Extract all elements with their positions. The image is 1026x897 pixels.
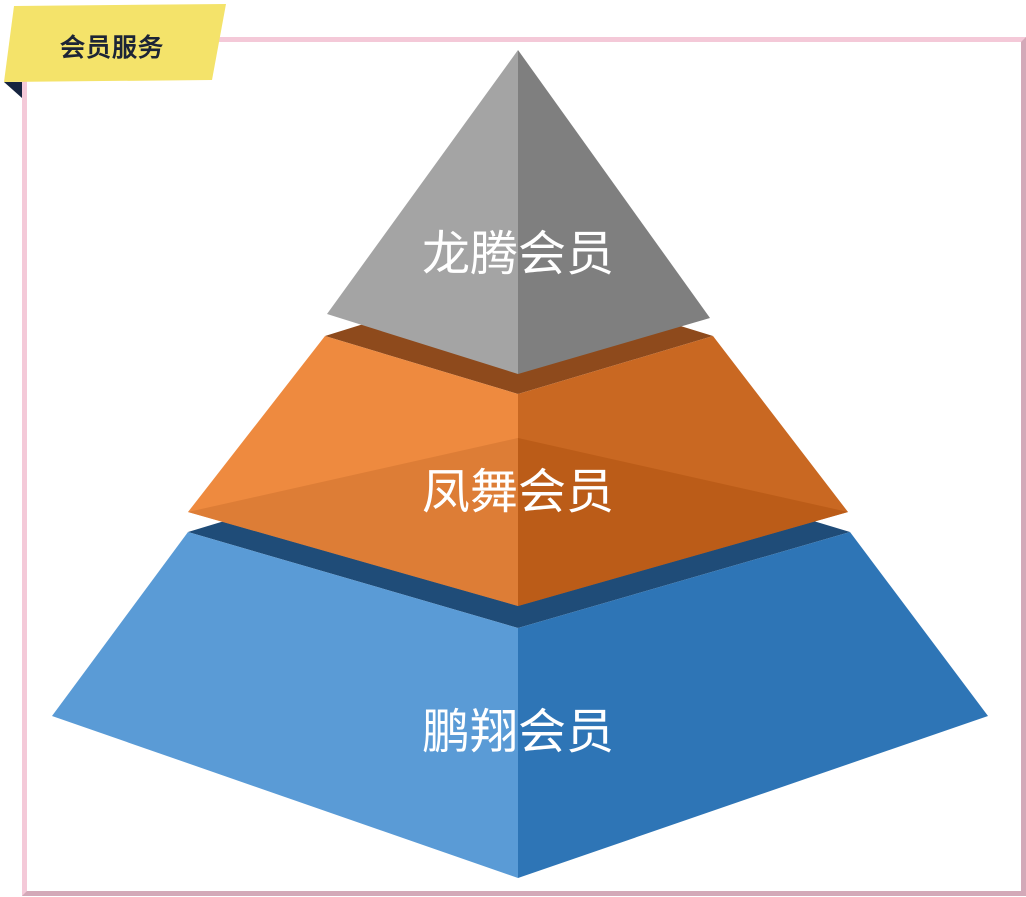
tier-label-bottom: 鹏翔会员	[422, 704, 614, 760]
tier-bottom-left-face	[52, 532, 518, 878]
banner-fold	[4, 82, 22, 98]
tier-middle-inner-left	[188, 438, 518, 606]
tier-middle	[188, 276, 848, 606]
content-frame	[22, 37, 1026, 896]
tier-label-top: 龙腾会员	[422, 226, 614, 282]
title-banner-shape	[4, 4, 226, 82]
tier-top	[327, 50, 710, 374]
title-banner	[4, 4, 226, 82]
tier-middle-inner-right	[518, 438, 848, 606]
banner-title: 会员服务	[59, 33, 164, 62]
tier-bottom-right-face	[518, 532, 988, 878]
tier-top-right-face	[518, 50, 710, 374]
tier-label-middle: 凤舞会员	[422, 464, 614, 520]
tier-top-left-face	[327, 50, 518, 374]
